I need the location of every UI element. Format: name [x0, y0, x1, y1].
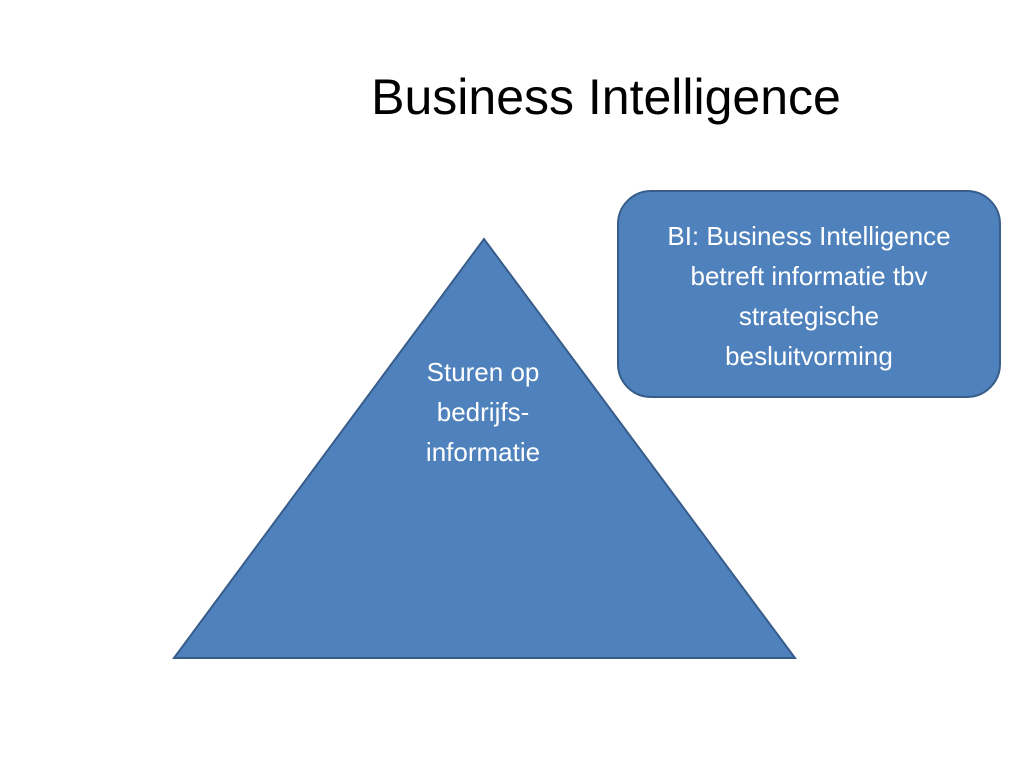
slide-title: Business Intelligence: [371, 69, 841, 125]
pyramid-label: Sturen op bedrijfs- informatie: [425, 357, 541, 467]
definition-callout: BI: Business Intelligence betreft inform…: [617, 190, 1001, 398]
pyramid-shape: [172, 237, 797, 659]
